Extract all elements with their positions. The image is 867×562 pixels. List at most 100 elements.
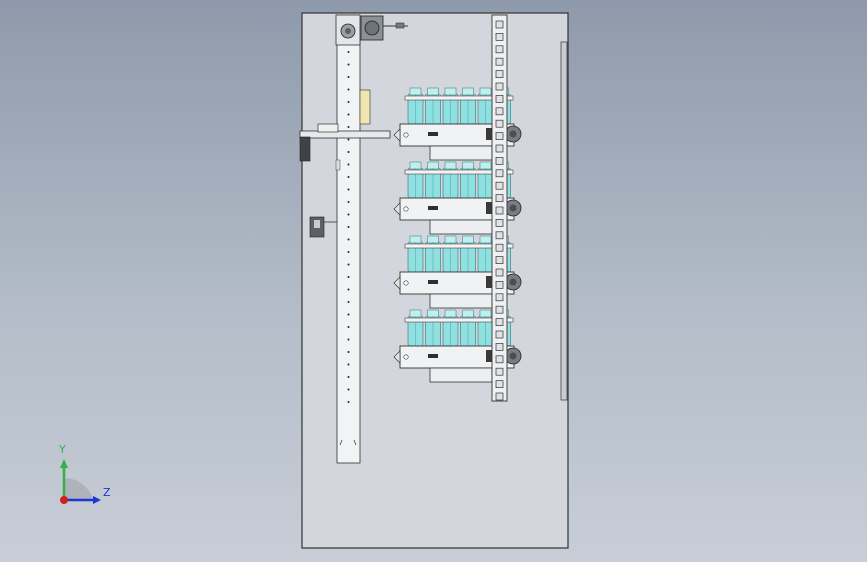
column-hole	[347, 176, 350, 178]
column-hole	[347, 288, 350, 291]
column-hole	[347, 238, 350, 241]
spool-cap	[409, 87, 422, 96]
lower-tray	[429, 367, 493, 383]
carrier-pin	[403, 280, 409, 286]
ladder-slot	[495, 45, 504, 54]
spool-shelf	[404, 317, 514, 323]
ladder-slot	[495, 305, 504, 314]
column-hole	[347, 363, 350, 366]
roller-hub	[509, 352, 517, 360]
carrier-left-tip	[393, 202, 401, 216]
lower-tray	[429, 293, 493, 309]
ladder-slot	[495, 57, 504, 66]
column-hole	[347, 126, 350, 128]
spool-cap	[479, 87, 492, 96]
column-hole	[347, 301, 350, 303]
ladder-slot	[495, 367, 504, 376]
column-hole	[347, 88, 350, 91]
lower-tray	[429, 145, 493, 161]
ladder-slot	[495, 144, 504, 153]
triad-z-label: Z	[103, 486, 111, 499]
carrier-clamp	[428, 206, 438, 210]
ladder-slot	[495, 318, 504, 326]
column-hole	[347, 63, 350, 66]
column-hole-series	[339, 51, 357, 446]
column-hole	[347, 163, 350, 166]
ladder-slot	[495, 181, 504, 190]
ladder-slot	[495, 243, 504, 252]
column-hole	[347, 113, 350, 116]
spool-cap	[409, 161, 422, 170]
ladder-slot	[495, 169, 504, 178]
spool-shelf	[404, 95, 514, 101]
ladder-slot	[495, 70, 504, 78]
column-hole	[347, 276, 350, 278]
spool-cap	[409, 309, 422, 318]
column-hole	[347, 76, 350, 78]
column-hole	[347, 326, 350, 328]
spool-cap	[444, 87, 457, 96]
column-hole	[347, 226, 350, 228]
spool-cap	[444, 309, 457, 318]
spool-cap	[427, 87, 439, 96]
carrier-pin	[403, 132, 409, 138]
column-hole	[347, 251, 350, 253]
spool-cap	[479, 235, 492, 244]
column-hole	[347, 376, 350, 378]
ladder-slot	[495, 107, 504, 116]
carrier-left-tip	[393, 276, 401, 290]
carrier-left-tip	[393, 350, 401, 364]
spool-cap	[462, 235, 474, 244]
spool-shelf	[404, 243, 514, 249]
carrier-clamp	[428, 280, 438, 284]
ladder-slot	[495, 281, 504, 289]
column-hole	[347, 263, 350, 266]
column-hole	[347, 151, 350, 153]
ladder-slot-series	[495, 20, 504, 401]
ladder-slot	[495, 355, 504, 364]
column-hole	[347, 351, 350, 353]
ladder-slot	[495, 194, 504, 202]
column-hole	[347, 401, 350, 403]
carrier-block	[486, 202, 494, 214]
left-crossbar-assembly[interactable]	[299, 89, 391, 171]
carrier-clamp	[428, 354, 438, 358]
roller-hub	[509, 278, 517, 286]
ladder-slot	[495, 20, 504, 29]
column-hole	[347, 201, 350, 203]
ladder-slot	[495, 95, 504, 103]
triad-y-label: Y	[59, 443, 66, 456]
ladder-slot	[495, 206, 504, 215]
column-hole	[347, 138, 350, 141]
carrier-pin	[403, 206, 409, 212]
spool-shelf	[404, 169, 514, 175]
spool-cap	[462, 161, 474, 170]
ladder-slot	[495, 219, 504, 227]
ladder-slot	[495, 33, 504, 41]
spool-cap	[462, 309, 474, 318]
right-rail[interactable]	[560, 41, 568, 401]
left-sensor-bracket[interactable]	[309, 216, 337, 238]
spool-cap	[444, 161, 457, 170]
spool-cap	[479, 161, 492, 170]
spool-cap	[479, 309, 492, 318]
column-hole	[347, 313, 350, 316]
top-motor-assembly[interactable]	[335, 14, 408, 46]
ladder-slot	[495, 82, 504, 91]
column-foot-marks	[339, 439, 357, 446]
view-orientation-triad[interactable]	[60, 459, 101, 504]
spool-cap	[427, 235, 439, 244]
ladder-slot	[495, 157, 504, 165]
roller-hub	[509, 130, 517, 138]
column-hole	[347, 213, 350, 216]
column-hole	[347, 188, 350, 191]
ladder-slot	[495, 330, 504, 339]
ladder-slot	[495, 392, 504, 401]
carrier-block	[486, 276, 494, 288]
carrier-block	[486, 128, 494, 140]
column-hole	[347, 338, 350, 341]
column-hole	[347, 101, 350, 103]
spool-cap	[427, 309, 439, 318]
